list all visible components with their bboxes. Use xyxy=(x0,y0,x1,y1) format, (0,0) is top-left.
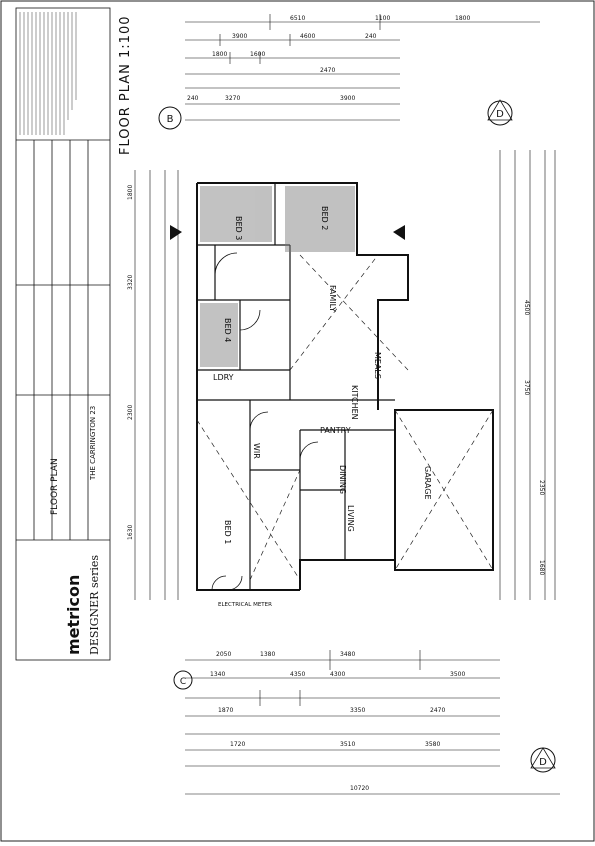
room-wir: WIR xyxy=(252,443,261,459)
dimension-texts-right: 4500 3750 2350 1680 xyxy=(523,300,545,575)
room-bed4: BED 4 xyxy=(223,318,232,342)
section-arrows xyxy=(170,225,405,240)
room-bed2: BED 2 xyxy=(320,206,329,230)
svg-text:3320: 3320 xyxy=(127,275,134,290)
company-logo: metricon xyxy=(64,574,83,655)
svg-text:1380: 1380 xyxy=(260,651,275,658)
section-marker-bottom-left: C xyxy=(173,670,193,690)
section-marker-left: B xyxy=(158,106,182,130)
room-labels: BED 3 BED 2 BED 4 FAMILY MEALS KITCHEN P… xyxy=(213,206,432,544)
svg-text:3480: 3480 xyxy=(340,651,355,658)
room-bed3: BED 3 xyxy=(234,216,243,240)
svg-text:4500: 4500 xyxy=(523,300,530,315)
title-block xyxy=(15,7,111,661)
svg-text:C: C xyxy=(180,677,186,687)
svg-text:3900: 3900 xyxy=(232,33,247,40)
svg-text:1800: 1800 xyxy=(212,51,227,58)
series-name: DESIGNER series xyxy=(88,554,101,655)
svg-text:3500: 3500 xyxy=(450,671,465,678)
dimension-texts-left: 1800 3320 2300 1630 xyxy=(127,185,134,540)
svg-text:6510: 6510 xyxy=(290,15,305,22)
svg-text:B: B xyxy=(167,114,174,125)
svg-text:3510: 3510 xyxy=(340,741,355,748)
room-living: LIVING xyxy=(346,505,355,532)
room-meals: MEALS xyxy=(373,352,382,379)
dimension-lines-bottom xyxy=(185,650,560,795)
project-name: THE CARRINGTON 23 xyxy=(89,405,97,480)
dimension-lines-top xyxy=(185,14,540,121)
door-swings xyxy=(211,252,319,591)
svg-text:10720: 10720 xyxy=(350,785,369,792)
plan-title: FLOOR PLAN 1:100 xyxy=(118,15,133,155)
room-pantry: PANTRY xyxy=(320,426,351,435)
svg-text:3750: 3750 xyxy=(523,380,530,395)
dimension-lines-right xyxy=(499,150,556,600)
svg-text:1800: 1800 xyxy=(127,185,134,200)
section-marker-bottom-right: D xyxy=(530,747,556,773)
interior-walls xyxy=(197,183,395,590)
diagonal-dash-lines xyxy=(196,254,494,581)
room-ldry: LDRY xyxy=(213,373,234,382)
svg-text:D: D xyxy=(539,757,547,768)
svg-text:1340: 1340 xyxy=(210,671,225,678)
svg-text:1680: 1680 xyxy=(538,560,545,575)
svg-text:2470: 2470 xyxy=(430,707,445,714)
svg-text:1800: 1800 xyxy=(455,15,470,22)
svg-text:240: 240 xyxy=(187,95,199,102)
dimension-texts-bottom: 2050 3480 1380 1340 4300 4350 3500 1870 … xyxy=(210,651,465,792)
svg-text:3270: 3270 xyxy=(225,95,240,102)
building-walls xyxy=(196,182,494,591)
svg-text:4600: 4600 xyxy=(300,33,315,40)
room-dining: DINING xyxy=(338,465,347,494)
svg-text:3900: 3900 xyxy=(340,95,355,102)
drawing-name: FLOOR PLAN xyxy=(50,458,60,515)
section-marker-label: D xyxy=(496,109,504,120)
dimension-texts-top: 6510 1100 1800 3900 4600 240 1800 1600 2… xyxy=(187,15,470,102)
svg-text:2470: 2470 xyxy=(320,67,335,74)
svg-text:2300: 2300 xyxy=(127,405,134,420)
section-marker-top-right: D xyxy=(487,99,513,126)
svg-text:1720: 1720 xyxy=(230,741,245,748)
svg-text:1600: 1600 xyxy=(250,51,265,58)
room-bed1: BED 1 xyxy=(223,520,232,544)
svg-text:240: 240 xyxy=(365,33,377,40)
svg-text:1630: 1630 xyxy=(127,525,134,540)
room-garage: GARAGE xyxy=(423,466,432,500)
svg-text:2350: 2350 xyxy=(538,480,545,495)
svg-text:3350: 3350 xyxy=(350,707,365,714)
title-block-notes xyxy=(19,12,77,135)
floor-hatching xyxy=(200,186,355,367)
electrical-meter-note: ELECTRICAL METER xyxy=(218,602,272,608)
svg-text:4350: 4350 xyxy=(290,671,305,678)
svg-text:3580: 3580 xyxy=(425,741,440,748)
svg-text:1870: 1870 xyxy=(218,707,233,714)
svg-text:4300: 4300 xyxy=(330,671,345,678)
dimension-lines-left xyxy=(134,170,179,600)
svg-text:2050: 2050 xyxy=(216,651,231,658)
room-family: FAMILY xyxy=(328,285,337,312)
room-kitchen: KITCHEN xyxy=(350,385,359,420)
svg-text:1100: 1100 xyxy=(375,15,390,22)
